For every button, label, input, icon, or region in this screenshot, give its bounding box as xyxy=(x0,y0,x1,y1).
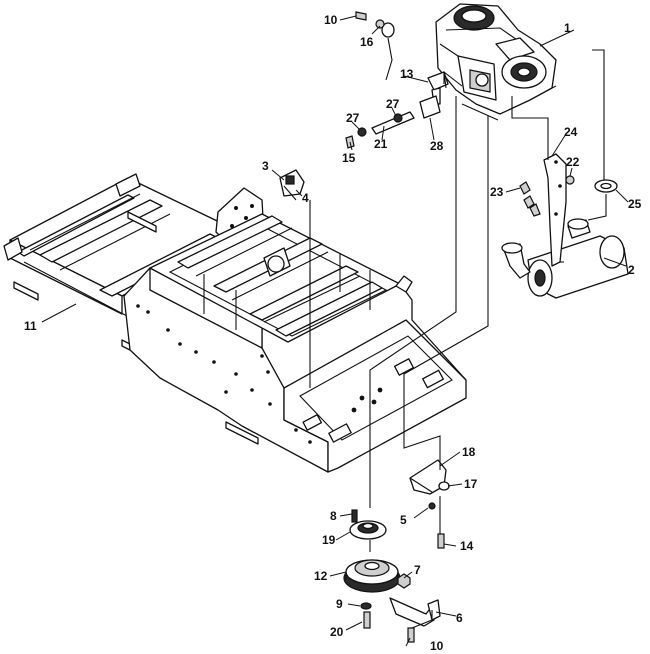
muffler xyxy=(501,218,629,299)
callout-21: 21 xyxy=(374,137,388,151)
callout-28: 28 xyxy=(430,139,444,153)
fitting-28 xyxy=(419,95,441,119)
callout-19: 19 xyxy=(322,533,336,547)
callout-4: 4 xyxy=(302,191,309,205)
callout-12: 12 xyxy=(314,569,328,583)
callout-27-right: 27 xyxy=(386,97,400,111)
switch-3 xyxy=(279,169,305,201)
callout-labels: 1 2 3 4 5 6 7 8 9 10 10 11 12 13 14 15 1… xyxy=(24,13,642,653)
bolts-23 xyxy=(519,181,541,217)
rod-21 xyxy=(357,111,415,137)
callout-24: 24 xyxy=(564,125,578,139)
bolt-20 xyxy=(363,611,371,629)
leader-lines xyxy=(41,15,629,647)
callout-11: 11 xyxy=(24,319,37,333)
callout-3: 3 xyxy=(262,159,269,173)
callout-15: 15 xyxy=(342,151,356,165)
callout-17: 17 xyxy=(464,477,478,491)
pulley-19 xyxy=(349,520,387,540)
callout-13: 13 xyxy=(400,67,414,81)
spacer-5 xyxy=(428,502,436,510)
callout-6: 6 xyxy=(456,611,463,625)
exhaust-gasket xyxy=(594,179,618,193)
clip-16 xyxy=(381,22,395,81)
callout-2: 2 xyxy=(628,263,635,277)
callout-9: 9 xyxy=(336,597,343,611)
nut-22 xyxy=(565,175,575,185)
callout-16: 16 xyxy=(360,35,374,49)
washer-9 xyxy=(360,602,372,610)
bolt-10-bottom xyxy=(407,627,415,643)
callout-25: 25 xyxy=(628,197,642,211)
engine xyxy=(435,3,557,121)
muffler-bracket xyxy=(543,153,567,267)
washer-17 xyxy=(438,481,450,491)
bolt-14 xyxy=(437,533,445,549)
frame-assembly xyxy=(3,173,467,473)
callout-20: 20 xyxy=(330,625,344,639)
callout-23: 23 xyxy=(490,185,504,199)
callout-8: 8 xyxy=(330,509,337,523)
callout-18: 18 xyxy=(462,445,476,459)
callout-14: 14 xyxy=(460,539,474,553)
assembly-lines xyxy=(309,49,607,629)
callout-10-top: 10 xyxy=(324,13,338,27)
callout-5: 5 xyxy=(400,513,407,527)
bracket-6 xyxy=(389,597,441,627)
callout-10-bottom: 10 xyxy=(430,639,444,653)
key-8 xyxy=(351,509,358,523)
nut-7 xyxy=(397,573,411,589)
callout-7: 7 xyxy=(414,563,421,577)
clutch-12 xyxy=(343,559,401,593)
callout-22: 22 xyxy=(566,155,580,169)
bolt-10-top xyxy=(355,11,385,29)
callout-27-left: 27 xyxy=(346,111,360,125)
callout-1: 1 xyxy=(564,21,571,35)
